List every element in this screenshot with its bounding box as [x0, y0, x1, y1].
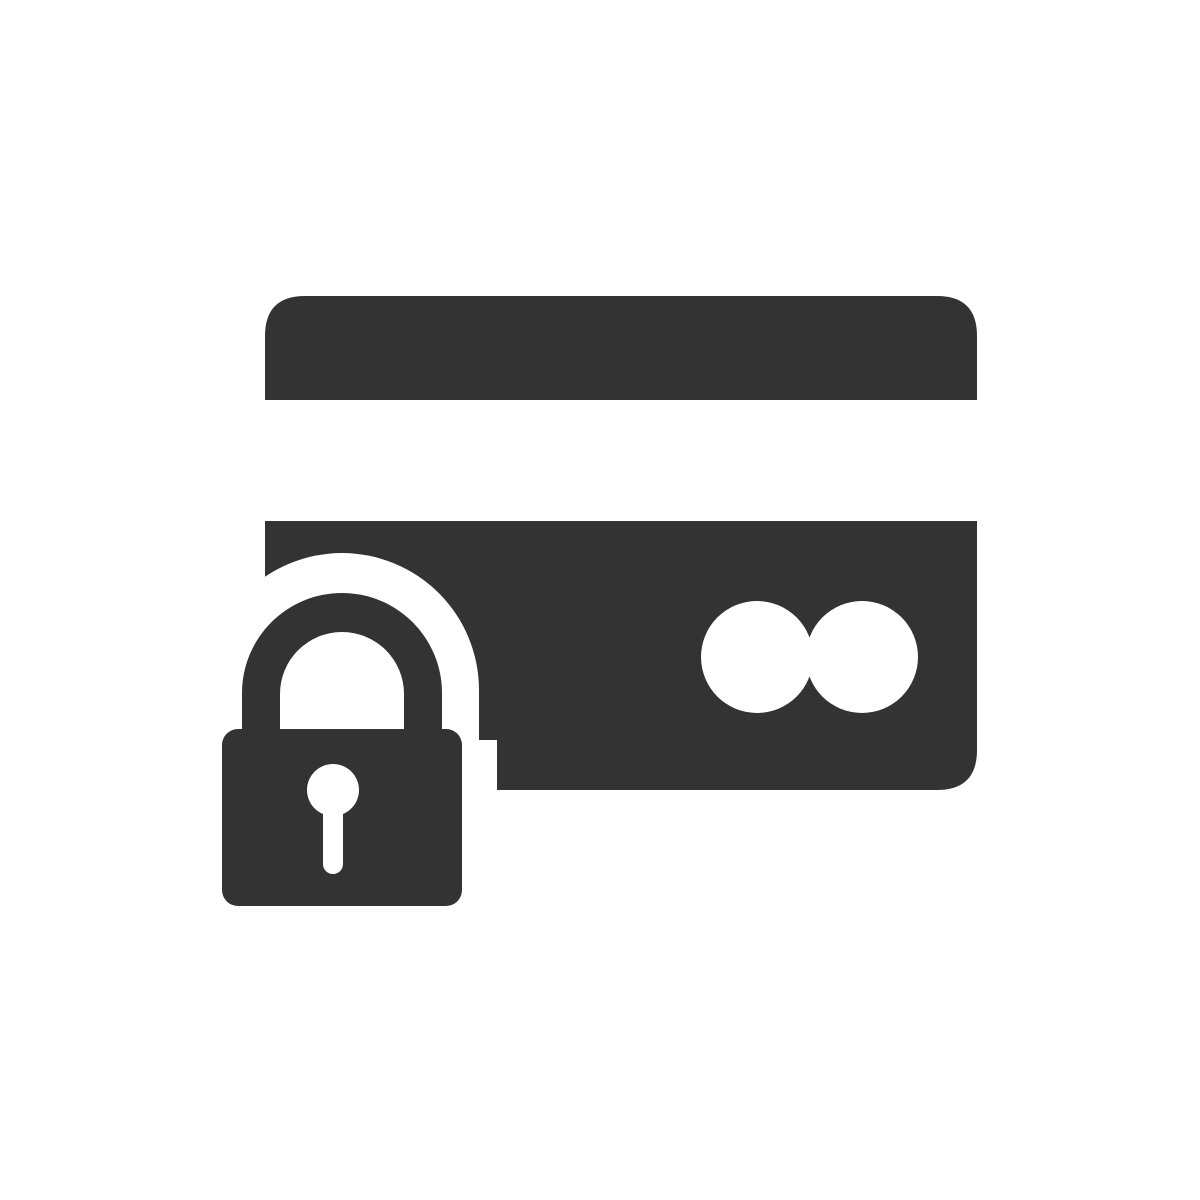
credit-card-icon	[265, 296, 977, 790]
keyhole-icon	[307, 764, 359, 874]
card-logo-circle-left	[701, 601, 813, 713]
padlock-icon	[222, 593, 462, 906]
lock-shackle	[242, 593, 442, 740]
card-logo-circle-right	[806, 601, 918, 713]
card-top-band	[265, 296, 977, 400]
